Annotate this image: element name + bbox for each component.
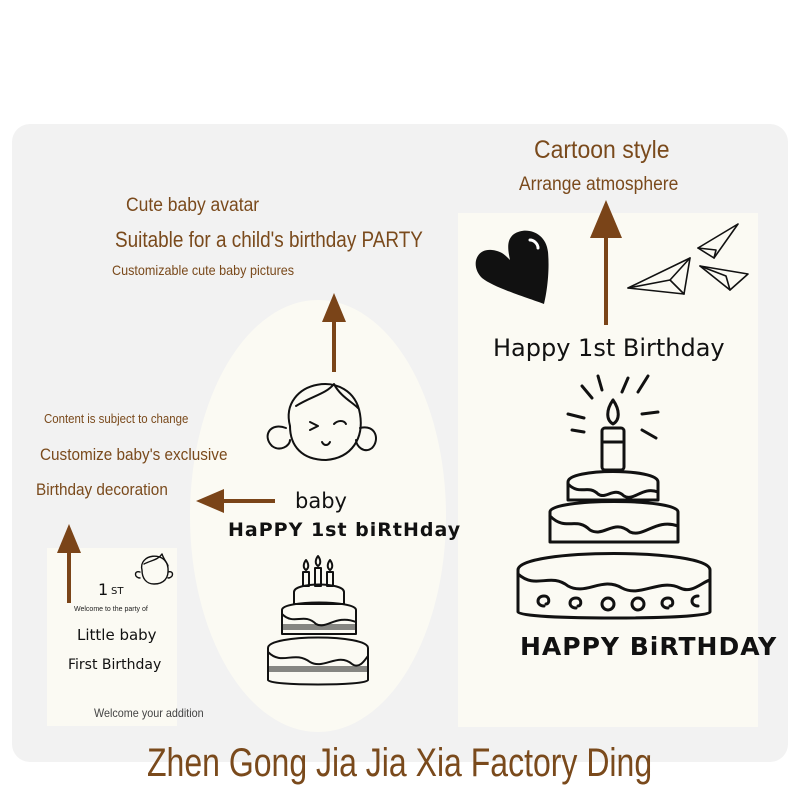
- suitable-party-heading: Suitable for a child's birthday PARTY: [115, 227, 423, 252]
- baby-face-icon: [134, 553, 174, 585]
- customizable-pictures-heading: Customizable cute baby pictures: [112, 262, 295, 278]
- oval-card: [190, 300, 446, 732]
- right-card-bottom-text: HAPPY BiRTHDAY: [520, 632, 778, 661]
- cute-baby-avatar-heading: Cute baby avatar: [126, 195, 260, 216]
- small-card-first: First Birthday: [68, 657, 162, 673]
- paper-plane-icon: [627, 223, 749, 295]
- small-card-welcome: Welcome to the party of: [74, 606, 148, 613]
- oval-happy-text: HaPPY 1st biRtHday: [228, 519, 462, 541]
- baby-face-icon: [266, 383, 377, 461]
- customize-exclusive-heading: Customize baby's exclusive: [40, 445, 228, 464]
- right-card-happy-text: Happy 1st Birthday: [493, 334, 725, 362]
- oval-baby-label: baby: [295, 489, 347, 513]
- birthday-decoration-heading: Birthday decoration: [36, 480, 168, 499]
- content-change-note: Content is subject to change: [44, 411, 189, 426]
- small-card-suffix: ST: [111, 586, 124, 597]
- birthday-cake-icon: [516, 374, 712, 620]
- birthday-cake-icon: [267, 555, 369, 686]
- small-card-number: 1: [98, 580, 109, 599]
- cartoon-style-heading: Cartoon style: [534, 136, 670, 164]
- welcome-addition-note: Welcome your addition: [94, 706, 204, 720]
- heart-icon: [475, 230, 549, 304]
- footer-title: Zhen Gong Jia Jia Xia Factory Ding: [147, 741, 653, 785]
- small-card-name: Little baby: [77, 626, 157, 644]
- arrange-atmosphere-heading: Arrange atmosphere: [519, 174, 679, 195]
